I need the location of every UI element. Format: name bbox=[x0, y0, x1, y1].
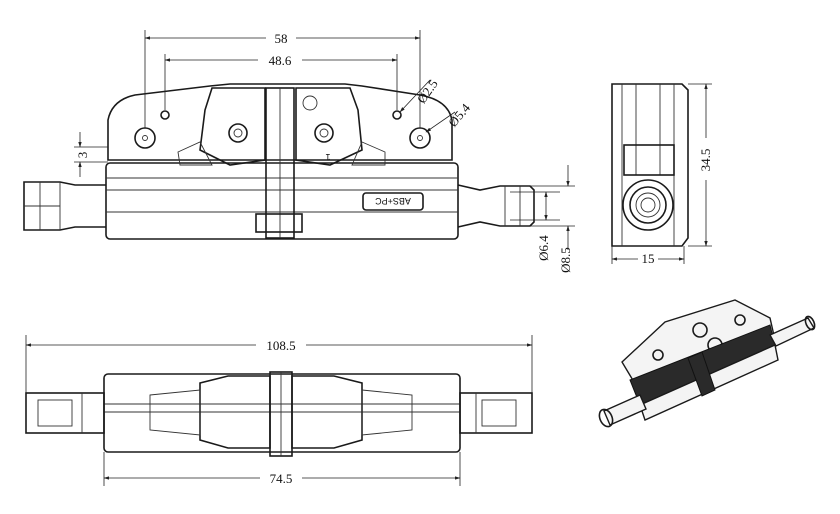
dim-dia-8-5: Ø8.5 bbox=[558, 247, 573, 273]
side-view: 34.5 15 bbox=[611, 83, 714, 266]
dim-15: 15 bbox=[642, 251, 655, 266]
dim-58: 58 bbox=[275, 31, 288, 46]
dim-108-5: 108.5 bbox=[266, 338, 295, 353]
front-view: ABS+PC 1 58 48.6 Ø2.5 Ø5.4 3 Ø6.4 bbox=[23, 30, 575, 273]
top-view: 108.5 74.5 bbox=[25, 335, 533, 486]
dim-48-6: 48.6 bbox=[269, 53, 292, 68]
dim-3: 3 bbox=[75, 152, 90, 159]
dim-dia-6-4: Ø6.4 bbox=[536, 235, 551, 261]
dim-dia-2-5: Ø2.5 bbox=[414, 77, 441, 107]
dim-34-5: 34.5 bbox=[698, 149, 713, 172]
part-mark: 1 bbox=[325, 152, 330, 162]
isometric-view bbox=[598, 299, 816, 428]
dim-74-5: 74.5 bbox=[270, 471, 293, 486]
dim-dia-5-4: Ø5.4 bbox=[445, 100, 473, 130]
material-mark: ABS+PC bbox=[375, 196, 411, 206]
